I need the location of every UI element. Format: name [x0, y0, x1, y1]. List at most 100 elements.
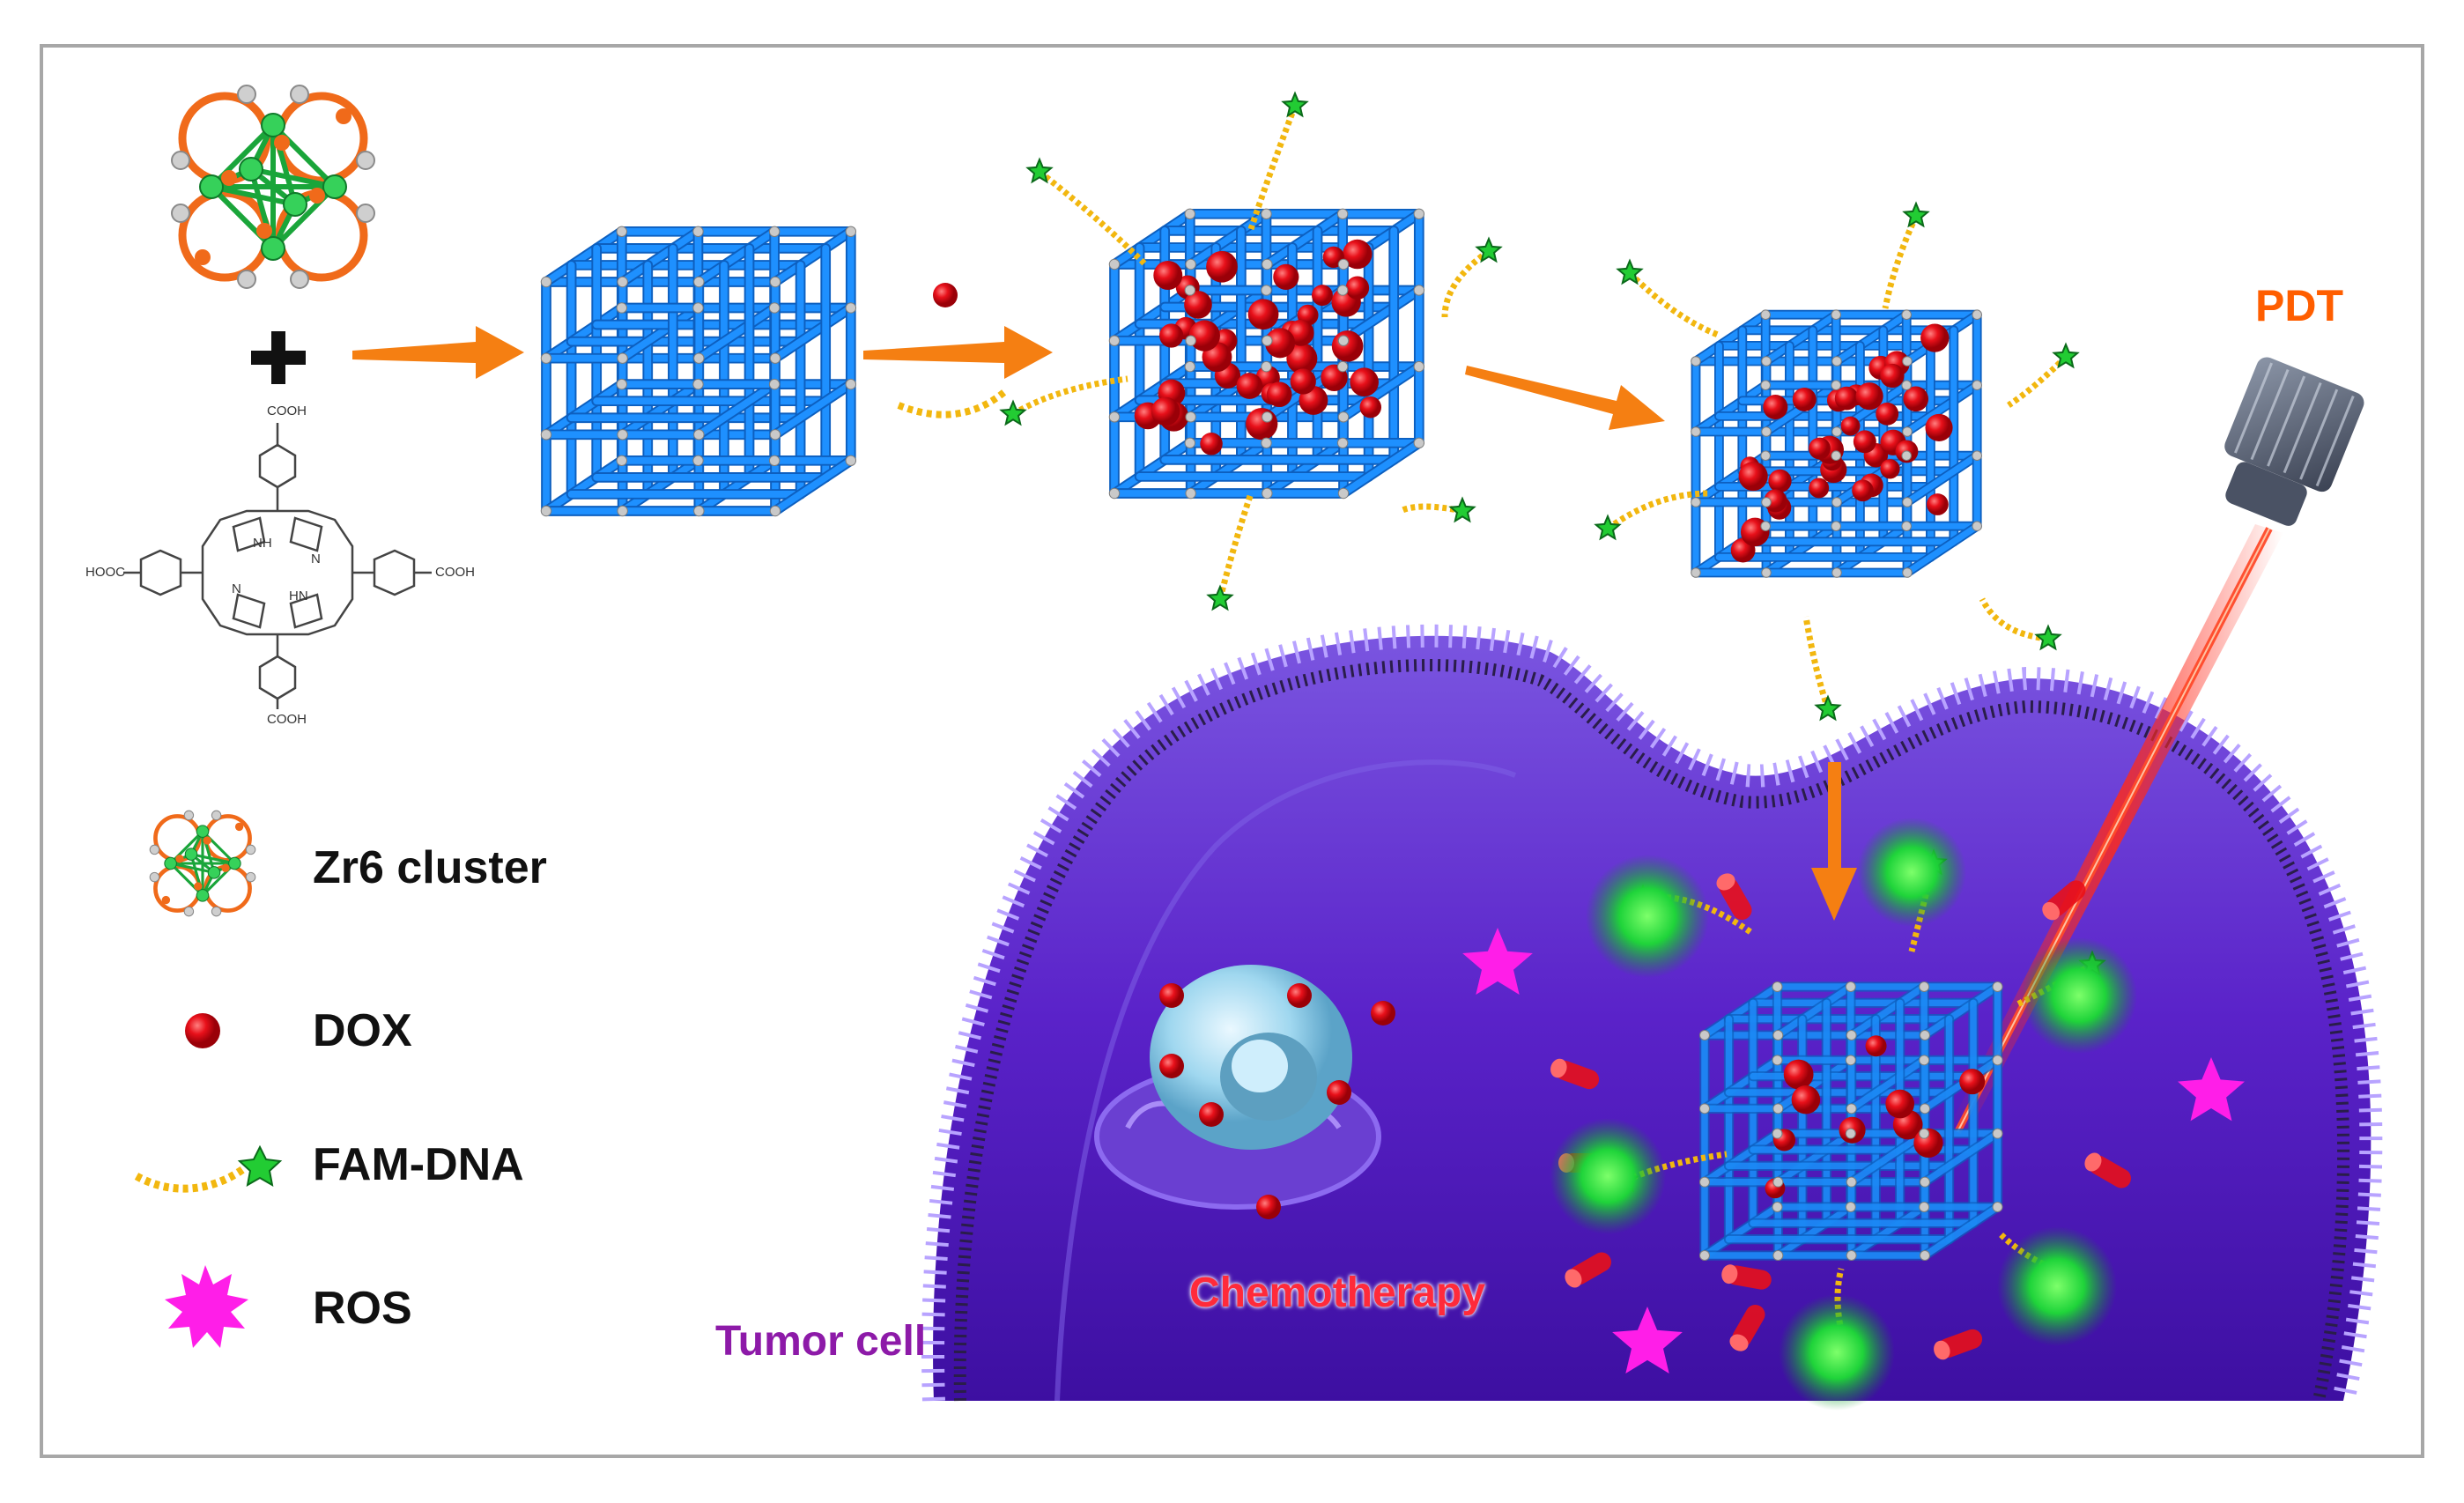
dox-molecule [1151, 396, 1180, 426]
carbon-atom [149, 871, 160, 883]
framework-rod-highlight [1904, 452, 1980, 506]
dox-capsule-cap [1565, 1269, 1582, 1288]
framework-node [1972, 450, 1982, 461]
framework-node [845, 378, 857, 390]
dox-molecule [1256, 1195, 1281, 1219]
legend-label-fam-dna: FAM-DNA [313, 1139, 524, 1190]
mof-framework-dna-coated [1691, 309, 1982, 578]
framework-node [1920, 1250, 1930, 1261]
carbon-atom [211, 906, 222, 917]
dox-molecule [1273, 263, 1299, 290]
framework-node [1761, 356, 1772, 366]
framework-node [1831, 521, 1841, 531]
framework-rod-highlight [772, 304, 855, 362]
framework-node [1919, 1202, 1930, 1212]
cell-membrane-inner [953, 659, 2350, 1403]
framework-node [1261, 360, 1272, 373]
dox-molecule [1153, 261, 1183, 291]
framework-node [1261, 285, 1272, 296]
fam-star [999, 399, 1027, 426]
framework-node [617, 429, 628, 441]
framework-node [1261, 208, 1272, 220]
cooh-right-label: COOH [435, 565, 475, 580]
framework-node [693, 429, 705, 441]
fam-star [2034, 624, 2062, 651]
framework-node [1108, 487, 1121, 500]
dox-capsule-cap [1716, 873, 1735, 891]
framework-node [692, 455, 704, 467]
framework-rod-highlight [1847, 1203, 1928, 1259]
legend-label-zr6-cluster: Zr6 cluster [313, 842, 547, 893]
fam-star [1616, 258, 1644, 285]
dox-molecule [1159, 1054, 1184, 1078]
dna-strand [1247, 104, 1299, 231]
dox-molecule [1184, 291, 1212, 319]
zr6-cluster-icon [149, 810, 256, 917]
carbon-atom [211, 810, 222, 821]
framework-node [1831, 567, 1842, 578]
dox-molecule [1287, 983, 1312, 1008]
oxygen-atom [234, 822, 244, 832]
dox-molecule [1880, 363, 1905, 389]
framework-node [1337, 487, 1350, 500]
zr-atom [184, 848, 198, 861]
framework-node [1920, 1030, 1930, 1040]
hn-label: HN [289, 589, 308, 603]
dox-molecule [1343, 239, 1373, 270]
dox-molecule [1266, 381, 1292, 408]
carbon-atom [183, 810, 195, 821]
framework-node [1413, 437, 1425, 449]
framework-rod-highlight [1187, 439, 1270, 497]
framework-node [1761, 567, 1772, 578]
framework-node [1972, 309, 1982, 320]
framework-node [617, 505, 628, 517]
oxygen-atom [221, 170, 237, 186]
fam-glow [1857, 818, 1966, 927]
framework-node [768, 302, 781, 314]
framework-rod-highlight [695, 227, 779, 285]
tumor-cell [921, 624, 2383, 1403]
fam-star [1475, 236, 1503, 263]
framework-node [768, 455, 781, 467]
dox-molecule [1792, 387, 1817, 411]
oxygen-atom [203, 836, 211, 845]
zr-atom [283, 192, 307, 217]
framework-node [1831, 450, 1841, 461]
fam-star [1902, 201, 1930, 228]
carbon-atom [290, 270, 309, 289]
framework-rod-highlight [1833, 522, 1910, 576]
dox-capsule [2042, 880, 2086, 921]
zr-bond [190, 853, 235, 865]
cooh-bottom-label: COOH [267, 712, 307, 727]
dox-capsule-cap [1721, 1264, 1738, 1285]
carboxylate-ring [275, 92, 368, 185]
framework-node [1919, 1128, 1930, 1139]
carbon-atom [245, 844, 256, 855]
framework-node [1184, 285, 1196, 296]
zr-atom [196, 825, 210, 838]
dox-molecule [1159, 983, 1184, 1008]
framework-rod-highlight [1111, 439, 1194, 497]
framework-node [1691, 497, 1701, 507]
framework-node [1846, 1030, 1857, 1040]
dna-strand [1627, 270, 1720, 338]
dna-strand-icon [134, 1144, 283, 1193]
figure-frame [40, 44, 2424, 1458]
dna-strand [1605, 490, 1710, 531]
framework-node [1920, 1103, 1930, 1114]
oxygen-atom [256, 223, 272, 239]
framework-node [1831, 309, 1841, 320]
dox-molecule [1738, 462, 1768, 492]
framework-node [1699, 1103, 1710, 1114]
framework-node [1902, 567, 1913, 578]
framework-rod-highlight [1187, 210, 1270, 268]
framework-rod-highlight [1774, 1203, 1854, 1259]
carbon-atom [183, 906, 195, 917]
framework-node [1184, 360, 1196, 373]
legend-label-dox: DOX [313, 1005, 412, 1056]
dox-molecule [1345, 276, 1370, 300]
framework-node [1846, 1103, 1857, 1114]
framework-rod-highlight [695, 304, 779, 362]
chemotherapy-label: Chemotherapy [1189, 1270, 1486, 1316]
dox-molecule [1959, 1069, 1986, 1095]
